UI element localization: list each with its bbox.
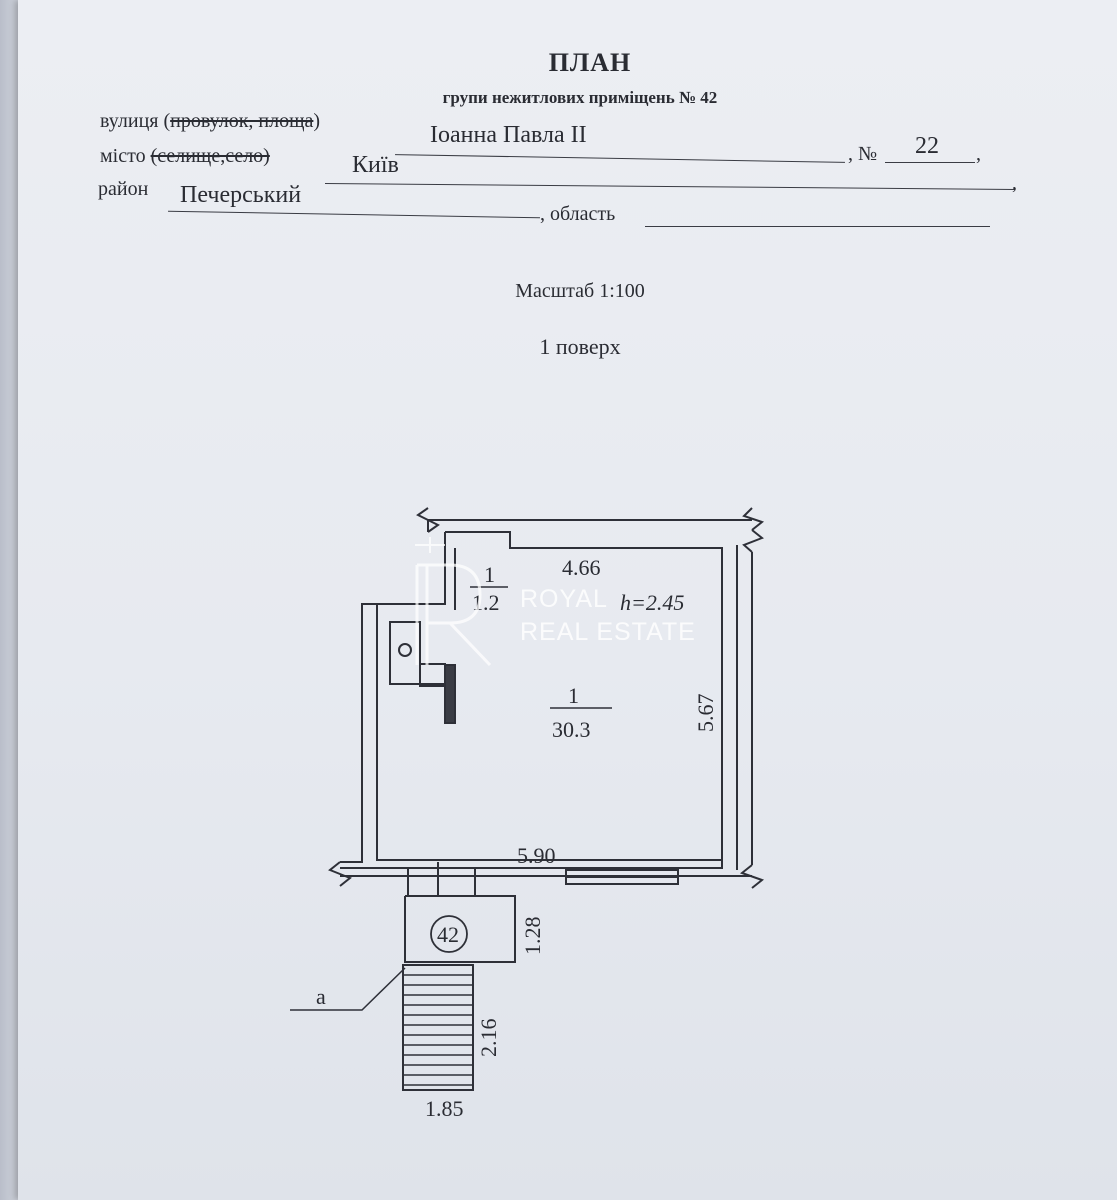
dim-right: 5.67	[693, 694, 718, 733]
street-value: Іоанна Павла ІІ	[430, 122, 587, 148]
callout-label: a	[316, 984, 326, 1009]
room-inner-wall	[340, 548, 723, 869]
floor-label: 1 поверх	[539, 334, 621, 359]
main-room-number: 1	[568, 683, 579, 708]
city-tail: ,	[1012, 172, 1017, 194]
dim-bottom: 5.90	[517, 843, 556, 868]
stair-steps	[403, 974, 473, 1086]
dim-stairs-width: 1.85	[425, 1096, 464, 1121]
number-underline	[885, 162, 975, 163]
break-mark-right-upper	[742, 529, 764, 553]
callout-leader	[290, 967, 406, 1011]
partition-block	[444, 664, 456, 724]
dim-stairs: 2.16	[476, 1019, 501, 1058]
room-outer-wall	[340, 531, 723, 863]
porch-outline	[404, 895, 516, 963]
document-subtitle: групи нежитлових приміщень № 42	[442, 88, 718, 107]
watermark-logo-icon	[415, 537, 492, 667]
region-label: , область	[540, 203, 616, 225]
height-label: h=2.45	[620, 590, 684, 615]
district-label: район	[98, 178, 149, 200]
watermark-line1: ROYAL	[520, 585, 608, 613]
small-room-number: 1	[484, 562, 495, 587]
dim-porch: 1.28	[520, 917, 545, 956]
toilet-bowl	[398, 643, 412, 657]
city-value: Київ	[352, 152, 399, 178]
unit-circle	[430, 915, 468, 953]
sink-box	[419, 663, 446, 687]
break-mark-top-right	[742, 507, 765, 531]
page-edge	[0, 0, 18, 1200]
number-label: , №	[848, 143, 878, 165]
number-value: 22	[915, 133, 939, 159]
document-title: ПЛАН	[548, 48, 632, 77]
break-mark-bottom-left	[328, 861, 352, 887]
stairs-outline	[402, 964, 474, 1091]
street-label: вулиця (провулок, площа)	[100, 110, 321, 132]
main-room-area: 30.3	[552, 717, 591, 742]
left-stub-wall	[362, 532, 446, 605]
district-value: Печерський	[180, 182, 302, 208]
watermark-line2: REAL ESTATE	[520, 618, 696, 646]
dim-top: 4.66	[562, 555, 601, 580]
royal-real-estate-watermark: ROYAL REAL ESTATE	[415, 537, 696, 667]
scale-label: Масштаб 1:100	[515, 280, 645, 302]
document-sheet	[18, 0, 1117, 1200]
number-tail: ,	[976, 143, 981, 165]
city-label: місто (селище,село)	[100, 145, 270, 167]
region-underline	[645, 226, 990, 227]
unit-number: 42	[437, 922, 459, 947]
